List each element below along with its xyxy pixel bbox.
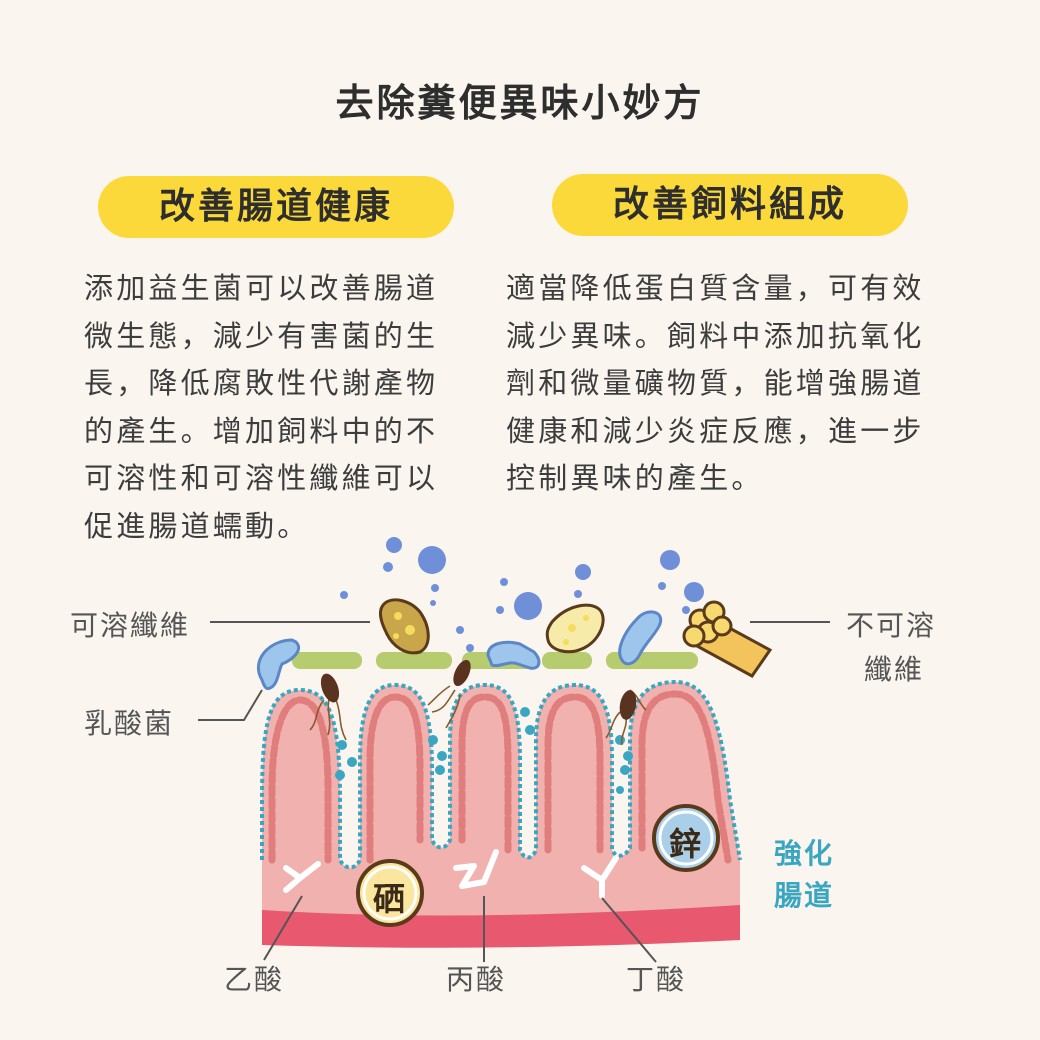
label-propionic-acid: 丙酸 <box>446 963 507 996</box>
text-line: 健康和減少炎症反應，進一步 <box>506 413 925 448</box>
heading-gut-health: 改善腸道健康 <box>98 176 454 238</box>
text-line: 的產生。增加飼料中的不 <box>84 413 439 448</box>
text-line: 長，降低腐敗性代謝產物 <box>84 366 439 400</box>
odor-bubbles <box>340 537 704 652</box>
harmful-bacteria <box>309 659 647 746</box>
short-chain-fatty-acids <box>283 849 619 899</box>
selenium-badge <box>356 859 424 927</box>
label-acetic-acid: 乙酸 <box>224 963 285 996</box>
nutrient-dots <box>335 707 633 794</box>
page-title: 去除糞便異味小妙方 <box>335 81 705 125</box>
text-line: 可溶性和可溶性纖維可以 <box>84 461 439 495</box>
label-strengthen-2: 腸道 <box>774 879 835 912</box>
text-line: 減少異味。飼料中添加抗氧化 <box>506 318 925 353</box>
label-insoluble-fiber-2: 纖維 <box>864 653 925 686</box>
text-line: 適當降低蛋白質含量，可有效 <box>506 271 925 305</box>
text-line: 劑和微量礦物質，能增強腸道 <box>506 366 925 400</box>
label-zinc: 鋅 <box>669 825 704 863</box>
heading-feed-composition: 改善飼料組成 <box>552 174 908 236</box>
label-insoluble-fiber-1: 不可溶 <box>846 609 937 642</box>
text-line: 添加益生菌可以改善腸道 <box>84 271 439 305</box>
text-line: 微生態，減少有害菌的生 <box>84 318 439 353</box>
label-strengthen-1: 強化 <box>774 837 835 870</box>
lactobacillus <box>256 610 663 690</box>
text-line: 促進腸道蠕動。 <box>84 508 310 543</box>
leader-lines <box>198 621 830 963</box>
label-lactobacillus: 乳酸菌 <box>84 707 175 740</box>
gut-health-text: 添加益生菌可以改善腸道 微生態，減少有害菌的生 長，降低腐敗性代謝產物 的產生。… <box>84 265 438 550</box>
villi-outline <box>260 679 742 870</box>
label-soluble-fiber: 可溶纖維 <box>70 609 191 642</box>
villi-cells <box>268 690 732 864</box>
text-line: 控制異味的產生。 <box>506 461 764 495</box>
label-butyric-acid: 丁酸 <box>626 963 687 996</box>
label-selenium: 硒 <box>373 880 408 918</box>
zinc-badge <box>652 804 720 872</box>
food-particles <box>378 598 605 655</box>
insoluble-fiber-bundle <box>682 600 773 678</box>
feed-composition-text: 適當降低蛋白質含量，可有效 減少異味。飼料中添加抗氧化 劑和微量礦物質，能增強腸… <box>506 265 925 503</box>
